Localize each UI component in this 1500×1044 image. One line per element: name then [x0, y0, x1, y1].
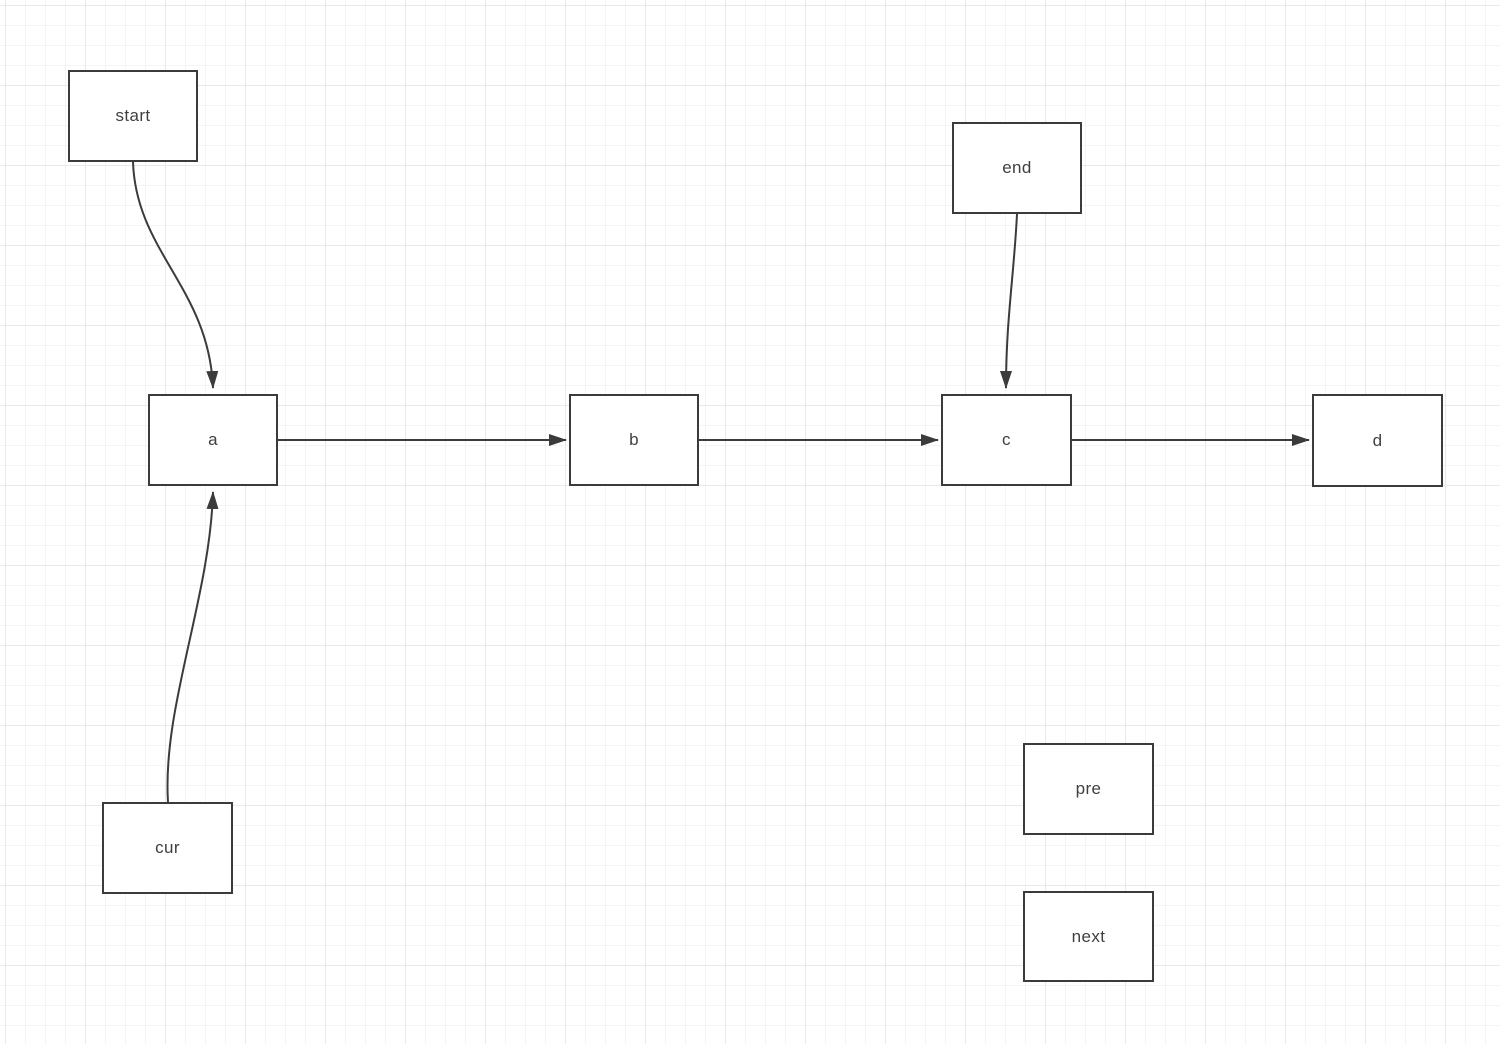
node-b[interactable]: b [569, 394, 699, 486]
edge-cur-a[interactable] [166, 491, 219, 803]
node-d[interactable]: d [1312, 394, 1443, 487]
edge-start-a[interactable] [132, 161, 219, 389]
node-end[interactable]: end [952, 122, 1082, 214]
node-cur[interactable]: cur [102, 802, 233, 894]
node-c[interactable]: c [941, 394, 1072, 486]
node-end-label: end [1002, 158, 1032, 177]
node-pre-label: pre [1075, 779, 1102, 798]
node-pre[interactable]: pre [1023, 743, 1154, 835]
edge-end-c[interactable] [1000, 213, 1018, 389]
node-c-label: c [1002, 430, 1011, 449]
node-start-label: start [115, 106, 151, 125]
node-start[interactable]: start [68, 70, 198, 162]
node-a-label: a [208, 430, 218, 449]
node-d-label: d [1372, 430, 1383, 450]
node-next-label: next [1071, 926, 1106, 946]
node-b-label: b [629, 430, 639, 449]
node-cur-label: cur [155, 838, 180, 857]
node-next[interactable]: next [1023, 891, 1154, 982]
node-a[interactable]: a [148, 394, 278, 486]
